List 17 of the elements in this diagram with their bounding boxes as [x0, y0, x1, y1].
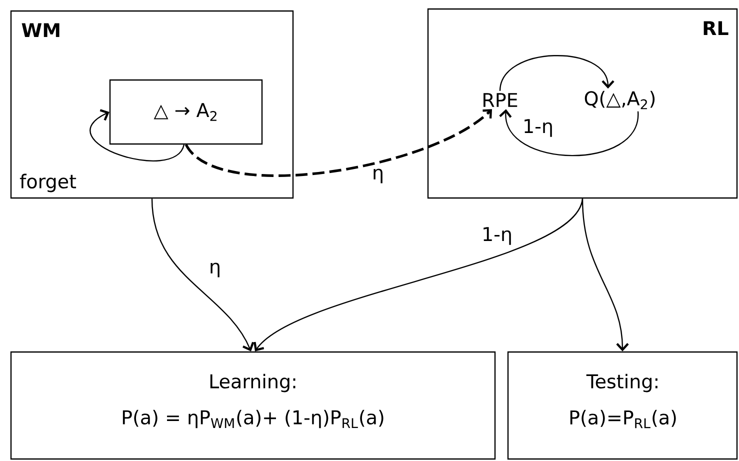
node-label: Q(△,A$_{2}$)	[584, 90, 655, 110]
edge-label: 1-η	[484, 227, 511, 245]
edge-label: 1-η	[524, 119, 552, 137]
arrow	[254, 198, 584, 352]
edge-label: forget	[20, 174, 76, 192]
edge-label: η	[374, 168, 382, 184]
arrow	[90, 109, 185, 162]
edge-label: η	[210, 262, 220, 278]
arrow	[499, 109, 639, 156]
arrow	[151, 198, 254, 352]
box: △ → A$_{2}$	[109, 79, 263, 145]
arrow	[582, 198, 629, 352]
arrow	[499, 55, 614, 91]
node-label: RPE	[484, 93, 518, 107]
arrow	[185, 109, 492, 177]
box: Testing: P(a)=P$_{RL}$(a)	[507, 351, 738, 460]
box: Learning: P(a) = ηP$_{WM}$(a)+ (1-η)P$_{RL}$(a)	[10, 351, 496, 460]
